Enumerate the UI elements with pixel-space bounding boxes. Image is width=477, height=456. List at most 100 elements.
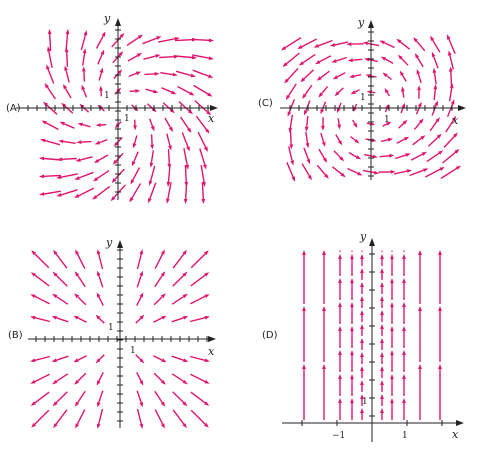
panel-a-ticks xyxy=(27,29,209,193)
panel-b-arrow-head xyxy=(204,294,210,299)
panel-c-arrow-shaft xyxy=(433,88,436,100)
panel-a-arrow-shaft xyxy=(46,86,56,100)
panel-c-arrow-shaft xyxy=(334,41,349,46)
panel-a-arrow-shaft xyxy=(192,54,210,59)
panel-a-arrow-shaft xyxy=(199,148,206,165)
panel-a-arrow-shaft xyxy=(184,164,187,183)
panel-c-arrow-shaft xyxy=(379,155,390,158)
panel-b-arrow-shaft xyxy=(34,253,50,269)
panel-a-arrow-head xyxy=(74,176,80,180)
panel-d-tick-y-1: 1 xyxy=(362,397,368,407)
panel-c-arrow-head xyxy=(387,137,393,142)
panel-b-arrow-shaft xyxy=(98,275,104,288)
panel-b-arrow-head xyxy=(139,358,145,364)
panel-a-arrow-head xyxy=(168,126,173,132)
panel-b-arrow-shaft xyxy=(56,317,69,323)
panel-a-arrow-head xyxy=(83,30,88,36)
panel-a-arrow-head xyxy=(129,197,134,203)
panel-b-arrow-head xyxy=(96,292,101,298)
panel-c-arrow-shaft xyxy=(416,57,424,68)
panel-a-arrow-shaft xyxy=(181,132,189,148)
panel-a-arrow-head xyxy=(174,37,180,41)
panel-c-arrow-head xyxy=(451,115,457,122)
panel-c-arrow-shaft xyxy=(448,38,456,54)
panel-a-arrow-shaft xyxy=(191,38,210,41)
panel-c-arrow-head xyxy=(290,160,294,166)
panel-d-arrow-head xyxy=(380,408,384,413)
panel-c-arrow-head xyxy=(397,54,403,60)
panel-c-arrow-shaft xyxy=(301,38,318,48)
panel-d-arrow-head xyxy=(380,394,384,399)
panel-b-arrow-head xyxy=(139,314,145,320)
panel-a-arrow-shaft xyxy=(112,54,121,64)
panel-b-arrow-shaft xyxy=(172,274,185,287)
panel-d-arrow-head xyxy=(380,282,384,287)
panel-c-arrow-head xyxy=(417,85,421,91)
panel-a-arrow-shaft xyxy=(80,156,93,161)
panel-a-arrow-shaft xyxy=(150,134,153,145)
panel-b-arrow-head xyxy=(160,379,166,385)
panel-c-arrow-shaft xyxy=(304,84,313,96)
panel-d-arrow-head xyxy=(380,366,384,371)
panel-a-arrow-shaft xyxy=(133,135,138,144)
panel-a-arrow-shaft xyxy=(183,148,188,166)
panel-b-arrow-head xyxy=(182,293,188,299)
panel-c-arrow-head xyxy=(362,41,369,46)
panel-c-arrow-head xyxy=(332,75,339,80)
panel-b-arrow-shaft xyxy=(190,391,206,404)
panel-c-arrow-head xyxy=(285,94,291,101)
panel-d-arrow-head xyxy=(438,250,442,255)
panel-a-arrow-head xyxy=(99,67,104,73)
panel-c-arrow-shaft xyxy=(284,37,302,49)
panel-a-arrow-head xyxy=(185,164,189,170)
panel-c-arrow-head xyxy=(431,51,436,58)
panel-d-arrow-head xyxy=(418,306,422,311)
panel-d-arrow-head xyxy=(380,268,384,273)
panel-c-arrow-head xyxy=(430,35,435,41)
panel-b-arrow-head xyxy=(96,380,101,386)
panel-b-arrow-shaft xyxy=(55,391,68,404)
panel-d-arrow-head xyxy=(402,254,406,259)
panel-d-arrow-head xyxy=(350,350,354,355)
panel-a-arrow-head xyxy=(113,141,119,147)
panel-a-arrow-shaft xyxy=(162,102,172,111)
panel-d-arrow-head xyxy=(350,254,354,259)
panel-b-arrow-shaft xyxy=(154,253,164,269)
panel-c-arrow-head xyxy=(321,125,325,131)
panel-a-arrow-head xyxy=(156,36,162,40)
panel-c-arrow-shaft xyxy=(427,136,439,147)
panel-b-arrow-shaft xyxy=(189,317,206,323)
panel-d-arrow-head xyxy=(380,338,384,343)
panel-c-arrow-head xyxy=(438,150,444,155)
panel-a-arrow-head xyxy=(101,31,106,37)
panel-a-arrow-head xyxy=(166,198,170,204)
panel-b-arrow-head xyxy=(160,401,166,407)
panel-b-arrow-shaft xyxy=(172,409,185,425)
panel-c-arrow-head xyxy=(454,149,460,154)
panel-c-arrow-shaft xyxy=(384,108,388,113)
panel-b-arrow-shaft xyxy=(153,296,163,306)
panel-d-arrow-head xyxy=(302,364,306,369)
panel-b-arrow-head xyxy=(139,292,144,298)
panel-a-arrow-shaft xyxy=(177,85,191,94)
panel-a-arrow-head xyxy=(94,140,101,145)
panel-a-arrow-shaft xyxy=(127,54,139,62)
panel-d-arrow-head xyxy=(438,306,442,311)
panel-d-arrow-head xyxy=(360,254,364,259)
panel-a-arrow-head xyxy=(202,181,206,187)
panel-c-arrows xyxy=(281,34,461,182)
panel-a-arrow-head xyxy=(189,91,195,96)
panel-c-arrow-shaft xyxy=(440,167,458,179)
panel-c-arrow-shaft xyxy=(286,162,294,178)
panel-d-arrow-head xyxy=(360,408,364,413)
panel-d-arrow-head xyxy=(322,250,326,255)
panel-a-arrow-head xyxy=(58,139,64,144)
panel-c-arrow-head xyxy=(420,135,426,140)
panel-a-arrow-shaft xyxy=(95,35,104,49)
panel-a-arrow-shaft xyxy=(64,105,74,114)
panel-c-arrow-shaft xyxy=(348,151,358,158)
panel-b-arrow-shaft xyxy=(136,372,142,382)
panel-a-arrow-shaft xyxy=(174,55,193,59)
panel-c-arrow-shaft xyxy=(450,71,453,86)
panel-a-arrow-shaft xyxy=(46,104,58,115)
